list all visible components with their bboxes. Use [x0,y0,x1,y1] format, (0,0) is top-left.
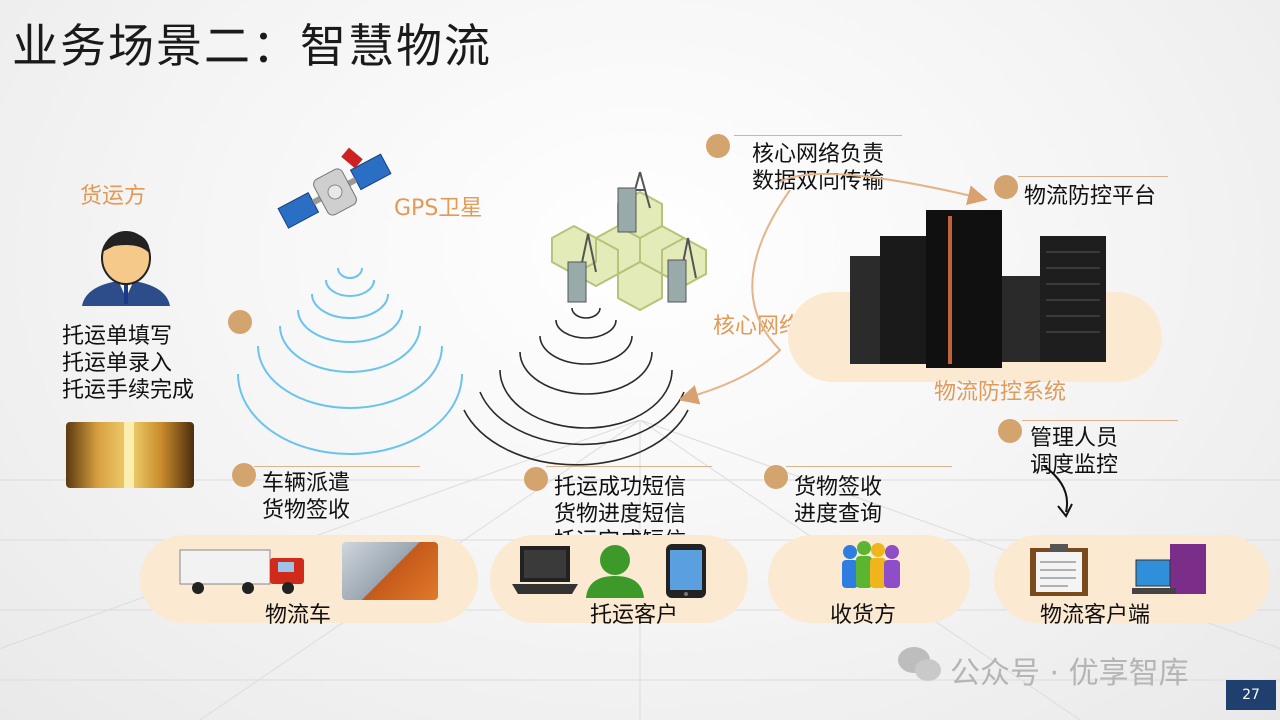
receiver-pill-label: 收货方 [830,603,897,628]
truck-icon [179,549,304,594]
user-icon [586,545,644,598]
core-network-label: 核心网络 [713,314,802,339]
customer-pill-label: 托运客户 [590,603,679,628]
computer-icon [1132,544,1206,594]
receiver-note-dot [764,465,788,489]
wechat-icon [898,647,941,681]
shipper-step: 托运单录入 [62,351,173,376]
admin-down-arrow [1043,465,1073,518]
phone-icon [666,544,706,598]
truck-note-dot [232,463,256,487]
platform-label: 物流防控平台 [1024,184,1157,209]
shipper-label: 货运方 [80,184,147,209]
truck-pill-label: 物流车 [265,603,332,628]
people-group-icon [842,541,900,588]
gps-signal-waves [237,267,463,455]
warehouse-photo [66,422,194,488]
shipper-dot [228,310,252,334]
flow-arrows [680,173,988,405]
truck-photo [342,542,438,600]
core-desc: 核心网络负责 数据双向传输 [752,142,885,194]
shipper-person-icon [82,231,170,306]
gps-label: GPS卫星 [394,196,483,221]
truck-notes: 车辆派遣 货物签收 [262,471,351,523]
core-signal-waves [463,307,689,466]
watermark-text: 公众号 · 优享智库 [950,656,1189,691]
core-desc-dot [706,134,730,158]
clipboard-icon [1030,544,1088,596]
system-label: 物流防控系统 [934,380,1067,405]
server-rack-icon [850,210,1106,368]
shipper-steps: 托运单填写 托运单录入 托运手续完成 [62,323,194,404]
page-number: 27 [1226,680,1276,710]
admin-dot [998,419,1022,443]
satellite-icon [277,147,392,229]
receiver-notes: 货物签收 进度查询 [794,475,883,527]
laptop-icon [512,546,578,594]
client-pill-label: 物流客户端 [1040,603,1151,628]
sms-note-dot [524,467,548,491]
page-title: 业务场景二：智慧物流 [12,19,492,73]
platform-dot [994,175,1018,199]
shipper-step: 托运手续完成 [62,378,195,403]
core-network-icon [551,171,707,312]
shipper-step: 托运单填写 [62,324,173,349]
